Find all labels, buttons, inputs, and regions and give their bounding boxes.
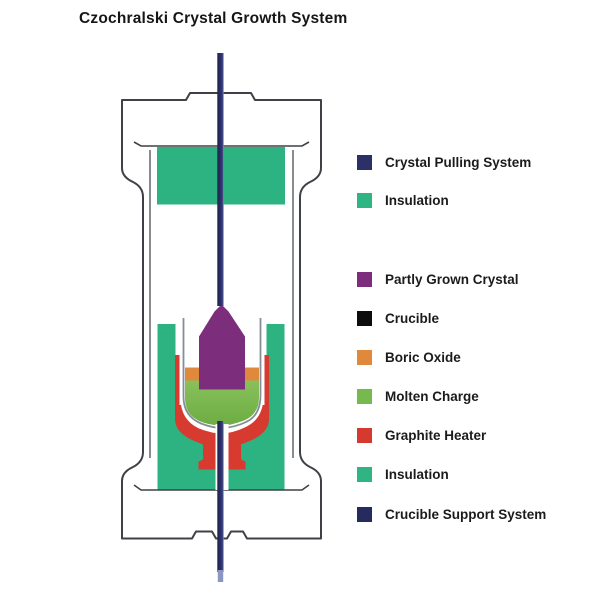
legend-label-crucible-support-system: Crucible Support System: [385, 506, 547, 522]
legend-item-molten-charge: Molten Charge: [357, 388, 479, 404]
support-rod-tip: [217, 570, 224, 582]
molten-charge: [185, 380, 259, 426]
legend-item-partly-grown-crystal: Partly Grown Crystal: [357, 271, 519, 287]
legend-label-boric-oxide: Boric Oxide: [385, 349, 461, 365]
legend-item-insulation-bottom: Insulation: [357, 466, 449, 482]
legend-item-crucible-support-system: Crucible Support System: [357, 506, 546, 522]
legend-item-insulation-top: Insulation: [357, 192, 449, 208]
legend-label-crucible: Crucible: [385, 310, 440, 326]
legend-swatch-graphite-heater: [357, 427, 372, 443]
legend-label-graphite-heater: Graphite Heater: [385, 427, 487, 443]
crystal-pulling-rod: [217, 53, 224, 306]
legend-swatch-molten-charge: [357, 388, 372, 404]
legend: Crystal Pulling System Insulation Partly…: [357, 0, 600, 600]
legend-swatch-insulation-bottom: [357, 466, 372, 482]
legend-label-partly-grown-crystal: Partly Grown Crystal: [385, 271, 519, 287]
legend-label-molten-charge: Molten Charge: [385, 388, 479, 404]
partly-grown-crystal: [199, 304, 245, 390]
legend-swatch-crucible-support-system: [357, 506, 372, 522]
legend-swatch-insulation-top: [357, 192, 372, 208]
legend-item-boric-oxide: Boric Oxide: [357, 349, 461, 365]
legend-swatch-boric-oxide: [357, 349, 372, 365]
legend-item-crucible: Crucible: [357, 310, 439, 326]
crucible-support-rod: [217, 421, 224, 572]
legend-item-graphite-heater: Graphite Heater: [357, 427, 486, 443]
legend-swatch-crystal-pulling-system: [357, 154, 372, 170]
legend-swatch-partly-grown-crystal: [357, 271, 372, 287]
legend-label-insulation-top: Insulation: [385, 192, 449, 208]
legend-item-crystal-pulling-system: Crystal Pulling System: [357, 154, 531, 170]
legend-swatch-crucible: [357, 310, 372, 326]
diagram-title: Czochralski Crystal Growth System: [79, 10, 348, 27]
legend-label-insulation-bottom: Insulation: [385, 466, 449, 482]
legend-label-crystal-pulling-system: Crystal Pulling System: [385, 154, 532, 170]
